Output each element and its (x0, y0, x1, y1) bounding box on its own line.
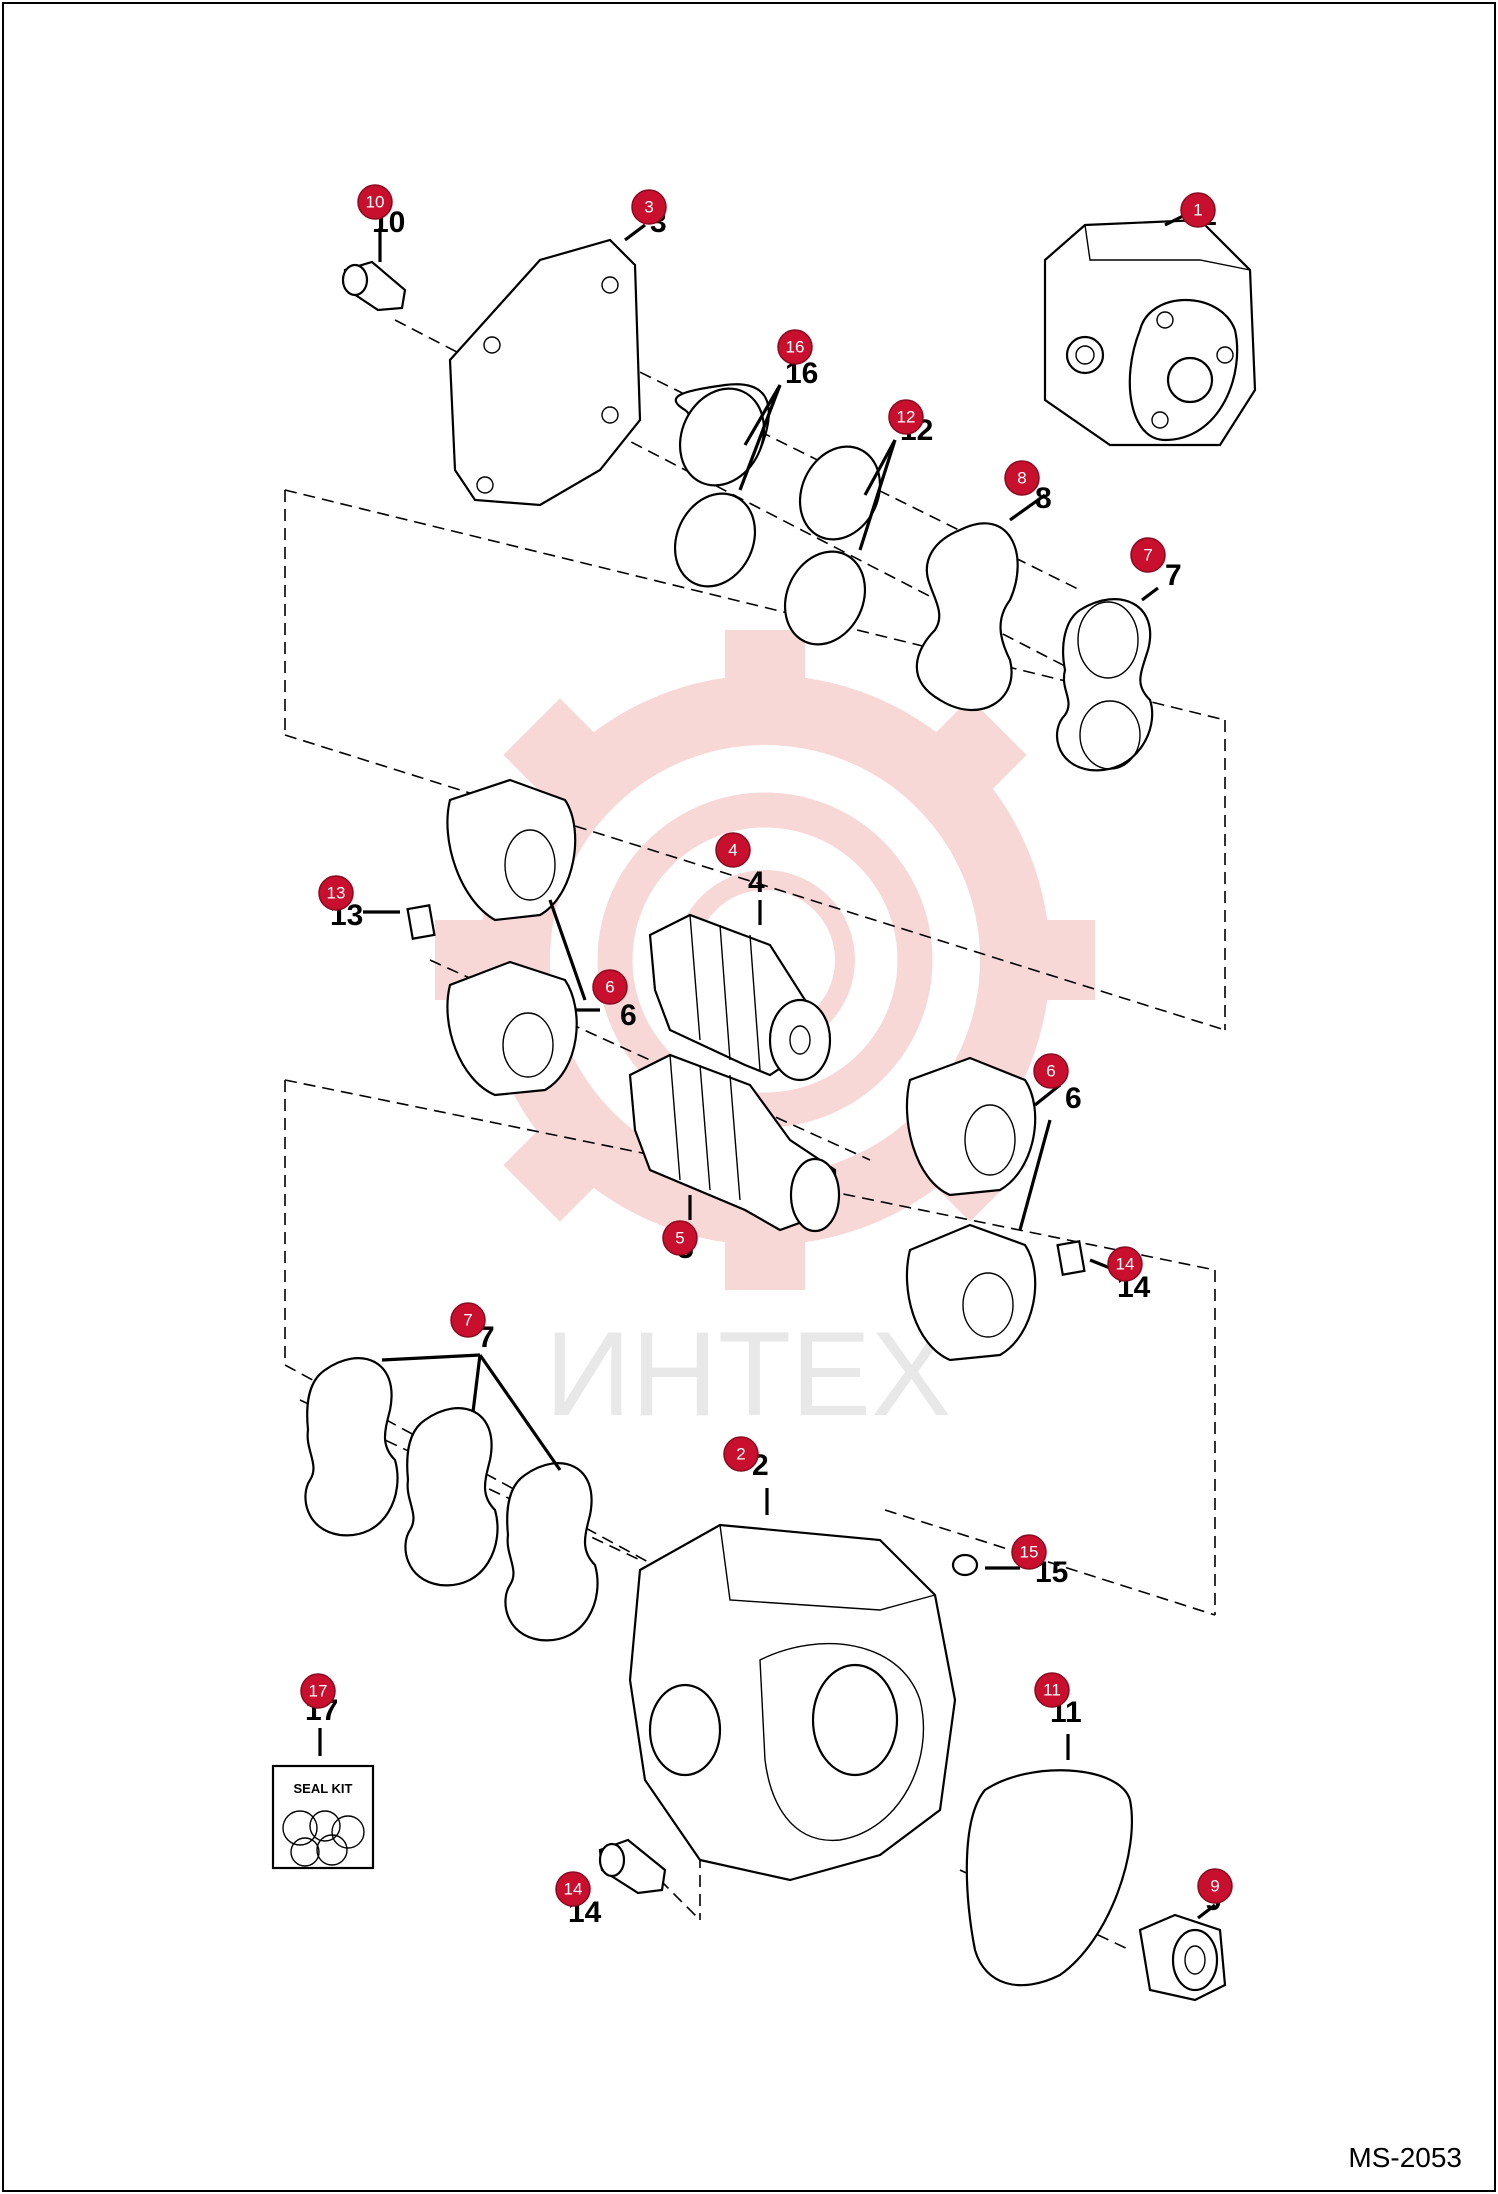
watermark-text: ИНТЕХ (545, 1307, 951, 1441)
part-7-wear-plates-bottom (304, 1357, 599, 1642)
callout-12[interactable]: 10 (357, 184, 393, 220)
part-5-driven-gear (628, 1053, 841, 1233)
part-3-end-plate (448, 238, 642, 507)
label-4: 4 (748, 866, 765, 899)
part-4-drive-gear (648, 913, 832, 1082)
svg-text:3: 3 (644, 198, 653, 217)
svg-text:8: 8 (1017, 469, 1026, 488)
callout-7-top[interactable]: 7 (1130, 537, 1166, 573)
svg-text:15: 15 (1020, 1543, 1039, 1562)
part-13-bolt (598, 1838, 667, 1895)
part-9-coupling (1138, 1913, 1227, 2002)
seal-kit-label: SEAL KIT (294, 1781, 353, 1796)
callout-2[interactable]: 2 (723, 1436, 759, 1472)
callout-15[interactable]: 15 (1011, 1534, 1047, 1570)
callout-10[interactable]: 12 (888, 399, 924, 435)
svg-text:14: 14 (564, 1880, 583, 1899)
svg-text:4: 4 (728, 841, 737, 860)
svg-text:9: 9 (1210, 1877, 1219, 1896)
svg-text:12: 12 (897, 408, 916, 427)
svg-text:10: 10 (366, 193, 385, 212)
callout-5[interactable]: 5 (662, 1220, 698, 1256)
svg-text:17: 17 (309, 1682, 328, 1701)
part-14-key-left (406, 904, 436, 940)
svg-text:11: 11 (1043, 1681, 1061, 1700)
svg-text:6: 6 (1046, 1062, 1055, 1081)
svg-text:7: 7 (1143, 546, 1152, 565)
svg-text:2: 2 (736, 1445, 745, 1464)
callout-7-bottom[interactable]: 7 (450, 1302, 486, 1338)
reference-code: MS-2053 (1348, 2142, 1462, 2173)
callout-8[interactable]: 8 (1004, 460, 1040, 496)
svg-text:7: 7 (463, 1311, 472, 1330)
callout-6-lower[interactable]: 6 (1033, 1053, 1069, 1089)
svg-text:6: 6 (605, 978, 614, 997)
part-17-seal-kit: SEAL KIT (271, 1764, 375, 1870)
leader-lines (318, 213, 1216, 1920)
callout-16[interactable]: 16 (777, 329, 813, 365)
part-12-bolt (341, 260, 407, 312)
part-16-seal-rings (673, 383, 770, 588)
callout-1[interactable]: 1 (1180, 192, 1216, 228)
svg-text:13: 13 (327, 884, 346, 903)
part-8-gasket (915, 522, 1019, 712)
part-6-bushing-upper-left (446, 778, 578, 1097)
callout-13[interactable]: 14 (555, 1871, 591, 1907)
callout-17[interactable]: 17 (300, 1673, 336, 1709)
label-6-upper: 6 (620, 999, 637, 1032)
part-1-pump-assembly (1043, 218, 1257, 447)
part-6-bushing-lower-right (905, 1056, 1037, 1362)
label-7-top: 7 (1165, 559, 1182, 592)
callout-6-upper[interactable]: 6 (592, 969, 628, 1005)
svg-text:14: 14 (1116, 1255, 1135, 1274)
callout-markers: 10 3 1 16 12 8 7 4 13 6 6 5 14 7 2 15 11… (300, 184, 1233, 1907)
callout-4[interactable]: 4 (715, 832, 751, 868)
part-15-o-ring (951, 1553, 979, 1577)
callout-14-right[interactable]: 14 (1107, 1246, 1143, 1282)
part-7-wear-plate-top (1056, 598, 1154, 772)
callout-14-left[interactable]: 13 (318, 875, 354, 911)
part-14-key-right (1056, 1240, 1086, 1276)
callout-9[interactable]: 9 (1197, 1868, 1233, 1904)
svg-text:16: 16 (786, 338, 805, 357)
callout-11[interactable]: 11 (1034, 1672, 1070, 1708)
part-2-main-housing (628, 1523, 957, 1882)
callout-3[interactable]: 3 (631, 189, 667, 225)
part-11-housing-gasket (965, 1769, 1134, 1987)
label-6-lower: 6 (1065, 1082, 1082, 1115)
svg-text:5: 5 (675, 1229, 684, 1248)
svg-text:1: 1 (1193, 201, 1202, 220)
part-10-o-rings (783, 445, 882, 646)
label-8: 8 (1035, 482, 1052, 515)
